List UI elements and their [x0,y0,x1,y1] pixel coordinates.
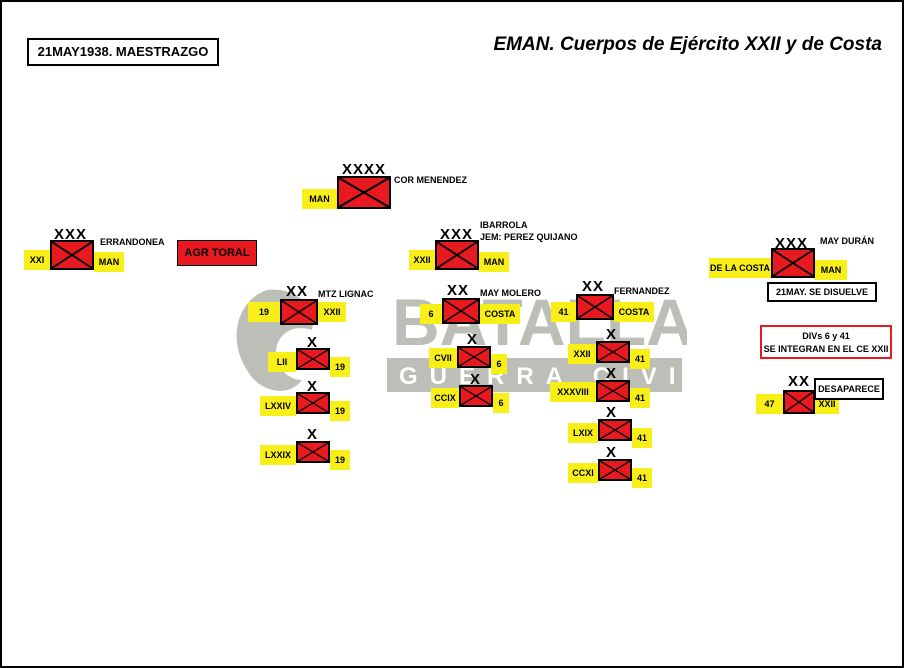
unit-right-label: XXII [318,302,346,322]
unit-left-label: XXII [568,344,596,364]
unit-right-label: COSTA [480,304,520,324]
unit-right-label: 41 [630,388,650,408]
brigade-lxxiv-unit-symbol [296,392,330,414]
echelon-marker: X [606,444,618,461]
unit-right-label: 41 [632,428,652,448]
unit-left-label: 41 [551,302,576,322]
unit-left-label: 19 [248,302,280,322]
division-47-unit-symbol [783,390,815,414]
echelon-marker: X [307,426,319,443]
echelon-marker: XXX [775,235,809,252]
unit-right-label: COSTA [614,302,654,322]
unit-right-label: 41 [630,349,650,369]
unit-left-label: CVII [429,348,457,368]
brigade-xxii-unit-symbol [596,341,630,363]
division-19-unit-symbol [280,299,318,325]
unit-right-label: 19 [330,357,350,377]
echelon-marker: XXX [54,226,88,243]
agrupacion-toral-box: AGR TORAL [177,240,257,266]
echelon-marker: XXX [440,226,474,243]
brigade-ccxi-unit-symbol [598,459,632,481]
echelon-marker: X [307,334,319,351]
disappears-note: DESAPARECE [814,378,884,400]
unit-left-label: LXIX [568,423,598,443]
brigade-lii-unit-symbol [296,348,330,370]
unit-right-label: 6 [493,393,509,413]
echelon-marker: XXXX [342,161,387,178]
chief-of-staff-label: JEM: PEREZ QUIJANO [480,232,578,242]
unit-left-label: 6 [420,304,442,324]
division-6-unit-symbol [442,298,480,324]
unit-right-label: 19 [330,401,350,421]
unit-left-label: LII [268,352,296,372]
unit-left-label: 47 [756,394,783,414]
unit-right-label: 19 [330,450,350,470]
unit-right-label: 6 [491,354,507,374]
unit-left-label: CCXI [568,463,598,483]
commander-label: COR MENENDEZ [394,175,468,185]
corps-costa-unit-symbol [771,248,815,278]
unit-left-label: XXII [409,250,435,270]
unit-left-label: LXXIX [260,445,296,465]
echelon-marker: X [470,371,482,388]
echelon-marker: X [467,331,479,348]
echelon-marker: XX [447,282,470,299]
unit-left-label: LXXIV [260,396,296,416]
echelon-marker: X [606,365,618,382]
unit-right-label: MAN [94,252,124,272]
commander-label: ERRANDONEA [100,237,165,247]
unit-left-label: XXXVIII [550,382,596,402]
unit-left-label: DE LA COSTA [709,258,771,278]
echelon-marker: XX [788,373,811,390]
commander-label: IBARROLA [480,220,528,230]
unit-left-label: XXI [24,250,50,270]
echelon-marker: X [606,404,618,421]
brigade-ccix-unit-symbol [459,385,493,407]
commander-label: MAY DURÁN [820,236,875,246]
commander-label: FERNANDEZ [614,286,670,296]
notice-line1: DIVs 6 y 41 [802,331,850,341]
brigade-lxxix-unit-symbol [296,441,330,463]
commander-label: MTZ LIGNAC [318,289,374,299]
echelon-marker: X [307,378,319,395]
integration-notice: DIVs 6 y 41 SE INTEGRAN EN EL CE XXII [760,325,892,359]
unit-right-label: MAN [815,260,847,280]
unit-right-label: 41 [632,468,652,488]
division-41-unit-symbol [576,294,614,320]
date-label: 21MAY1938. MAESTRAZGO [27,38,219,66]
brigade-lxix-unit-symbol [598,419,632,441]
unit-left-label: MAN [302,189,337,209]
notice-line2: SE INTEGRAN EN EL CE XXII [763,344,889,354]
army-unit-symbol [337,176,391,209]
page-title: EMAN. Cuerpos de Ejército XXII y de Cost… [493,34,882,55]
echelon-marker: XX [582,278,605,295]
corps-xxi-unit-symbol [50,240,94,270]
echelon-marker: XX [286,283,309,300]
commander-label: MAY MOLERO [480,288,542,298]
dissolution-note: 21MAY. SE DISUELVE [767,282,877,302]
unit-left-label: CCIX [431,388,459,408]
brigade-xxxviii-unit-symbol [596,380,630,402]
echelon-marker: X [606,326,618,343]
brigade-cvii-unit-symbol [457,346,491,368]
corps-xxii-unit-symbol [435,240,479,270]
unit-right-label: MAN [479,252,509,272]
